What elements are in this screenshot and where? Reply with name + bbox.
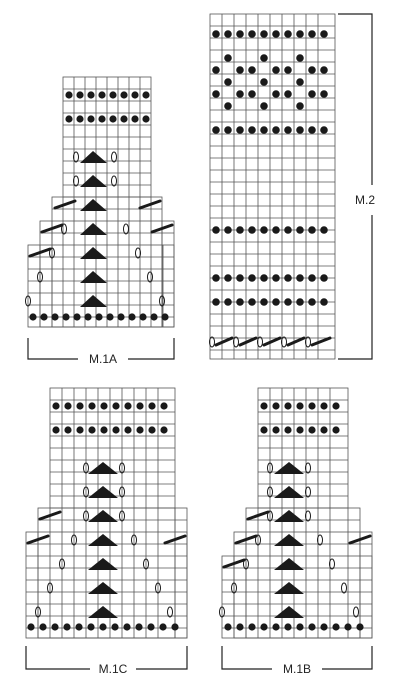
chart-m1b-label: M.1B: [283, 662, 311, 676]
chart-m1c: M.1C: [25, 387, 188, 676]
dot-row: [52, 402, 168, 410]
dot-row: [224, 623, 364, 631]
chart-m2-label: M.2: [355, 193, 375, 207]
chart-m2-slashes: [214, 336, 332, 347]
chart-m1a: M.1A: [25, 76, 175, 366]
chart-m1c-symbols: [27, 402, 179, 631]
triangle-column: [274, 462, 304, 618]
dot-row: [27, 623, 179, 631]
dot-row: [212, 126, 328, 134]
chart-m2-bracket: M.2: [338, 13, 375, 360]
dot-row: [65, 91, 150, 99]
chart-m2: M.2: [209, 13, 375, 360]
dot-row: [260, 426, 340, 434]
chart-m1b-yarn-overs: [219, 462, 359, 618]
chart-m1a-label: M.1A: [89, 352, 117, 366]
dot-row: [212, 30, 328, 38]
chart-m1b: M.1B: [219, 387, 373, 676]
triangle-column: [88, 462, 118, 618]
dot-row: [52, 426, 168, 434]
chart-m2-symbols: [212, 30, 328, 306]
chart-m2-grid: [209, 13, 336, 360]
chart-m2-yarn-overs: [209, 336, 311, 348]
chart-m1c-grid: [25, 387, 188, 639]
chart-m1b-grid: [221, 387, 373, 639]
chart-m1c-yarn-overs: [35, 462, 173, 618]
triangle-column: [80, 151, 107, 307]
dot-row: [260, 402, 340, 410]
chart-m1c-slashes: [26, 510, 187, 545]
chart-m1c-bracket: M.1C: [25, 646, 188, 676]
chart-m1b-symbols: [224, 402, 364, 631]
dot-pattern: [212, 54, 328, 110]
dot-row: [212, 274, 328, 282]
chart-m1a-bracket: M.1A: [27, 338, 175, 366]
chart-m1a-grid: [27, 76, 175, 328]
dot-row: [212, 298, 328, 306]
chart-m1b-bracket: M.1B: [221, 646, 373, 676]
chart-m1c-label: M.1C: [99, 662, 128, 676]
chart-m1a-yarn-overs: [25, 151, 165, 307]
dot-row: [29, 313, 169, 321]
dot-row: [212, 226, 328, 234]
chart-m1a-symbols: [29, 91, 169, 321]
chart-m1b-slashes: [222, 510, 372, 569]
dot-row: [65, 115, 150, 123]
chart-m1a-slashes: [28, 199, 174, 258]
